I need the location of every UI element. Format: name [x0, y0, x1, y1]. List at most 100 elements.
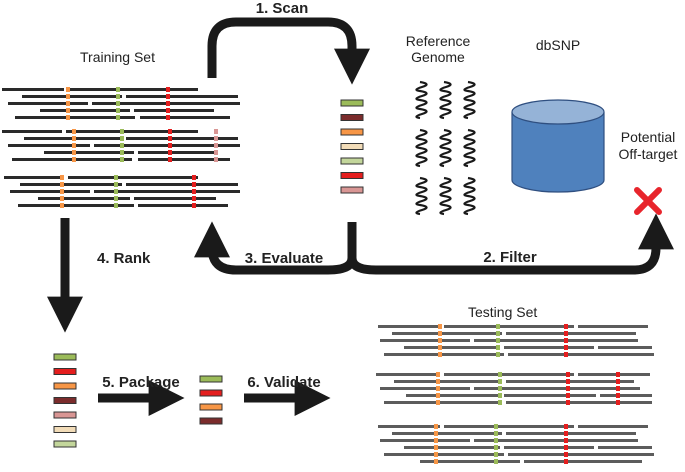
variant-mark: [566, 393, 570, 398]
read-segment: [524, 460, 642, 463]
variant-chip: [199, 389, 223, 397]
read-segment: [66, 130, 198, 133]
variant-mark: [498, 372, 502, 377]
read-segment: [126, 137, 238, 140]
variant-mark: [616, 400, 620, 405]
variant-mark: [214, 143, 218, 148]
variant-mark: [192, 182, 196, 187]
read-segment: [600, 394, 652, 397]
read-segment: [508, 453, 654, 456]
variant-mark: [60, 203, 64, 208]
variant-mark: [616, 379, 620, 384]
read-segment: [598, 446, 652, 449]
variant-chip: [340, 114, 364, 121]
variant-mark: [72, 143, 76, 148]
variant-mark: [60, 182, 64, 187]
variant-mark: [436, 393, 440, 398]
reference-genome-label-line1: Reference: [406, 33, 471, 49]
variant-mark: [116, 115, 120, 120]
read-segment: [392, 432, 502, 435]
variant-chip: [340, 99, 364, 107]
variant-mark: [496, 331, 500, 336]
variant-mark: [564, 431, 568, 436]
genome-strand: [463, 176, 476, 216]
variant-mark: [66, 87, 70, 92]
read-segment: [444, 325, 574, 328]
variant-mark: [434, 431, 438, 436]
variant-mark: [214, 150, 218, 155]
variant-mark: [434, 438, 438, 443]
read-segment: [420, 460, 520, 463]
testing-set-reads: [376, 324, 654, 464]
variant-mark: [436, 400, 440, 405]
variant-mark: [496, 352, 500, 357]
variant-mark: [496, 324, 500, 329]
training-set-label: Training Set: [80, 49, 155, 65]
variant-mark: [498, 386, 502, 391]
read-segment: [38, 197, 130, 200]
variant-chip: [53, 368, 77, 375]
variant-mark: [166, 94, 170, 99]
variant-mark: [494, 431, 498, 436]
variant-mark: [434, 445, 438, 450]
variant-mark: [214, 136, 218, 141]
read-segment: [68, 176, 198, 179]
genome-strand: [415, 128, 428, 168]
variant-mark: [498, 393, 502, 398]
variant-mark: [120, 129, 124, 134]
read-segment: [506, 432, 636, 435]
read-segment: [8, 102, 88, 105]
step-scan-label: 1. Scan: [256, 0, 309, 17]
variant-mark: [66, 115, 70, 120]
read-segment: [380, 339, 470, 342]
variant-mark: [114, 182, 118, 187]
variant-mark: [566, 379, 570, 384]
variant-chip: [53, 411, 77, 419]
genome-strand: [415, 176, 428, 216]
variant-chip: [53, 382, 77, 390]
read-segment: [68, 88, 198, 91]
variant-chip: [340, 143, 364, 150]
read-segment: [22, 95, 122, 98]
variant-mark: [168, 157, 172, 162]
variant-mark: [494, 438, 498, 443]
read-segment: [138, 151, 216, 154]
read-segment: [15, 116, 135, 119]
read-segment: [94, 190, 240, 193]
read-segment: [138, 158, 230, 161]
variant-chip: [53, 426, 77, 433]
read-segment: [394, 380, 502, 383]
step-validate-label: 6. Validate: [247, 374, 320, 391]
variant-mark: [494, 459, 498, 464]
read-segment: [444, 373, 574, 376]
read-segment: [444, 425, 574, 428]
variant-chip: [53, 440, 77, 448]
variant-mark: [120, 150, 124, 155]
off-target-x-icon: [634, 187, 662, 215]
read-segment: [504, 394, 596, 397]
step-filter-label: 2. Filter: [483, 249, 537, 266]
read-segment: [2, 88, 64, 91]
read-segment: [384, 401, 502, 404]
variant-chip: [199, 417, 223, 425]
read-segment: [406, 394, 500, 397]
variant-mark: [564, 452, 568, 457]
variant-mark: [120, 136, 124, 141]
read-segment: [8, 144, 90, 147]
read-segment: [404, 346, 500, 349]
variant-mark: [72, 150, 76, 155]
variant-mark: [616, 372, 620, 377]
reference-genome-label-line2: Genome: [411, 49, 465, 65]
dbsnp-label: dbSNP: [536, 37, 580, 53]
variant-mark: [616, 393, 620, 398]
variant-mark: [192, 196, 196, 201]
read-segment: [504, 446, 594, 449]
evaluate-arrow: [194, 221, 357, 275]
variant-mark: [166, 87, 170, 92]
variant-mark: [566, 400, 570, 405]
read-segment: [44, 151, 134, 154]
variant-mark: [564, 324, 568, 329]
read-segment: [138, 204, 228, 207]
read-segment: [598, 346, 652, 349]
